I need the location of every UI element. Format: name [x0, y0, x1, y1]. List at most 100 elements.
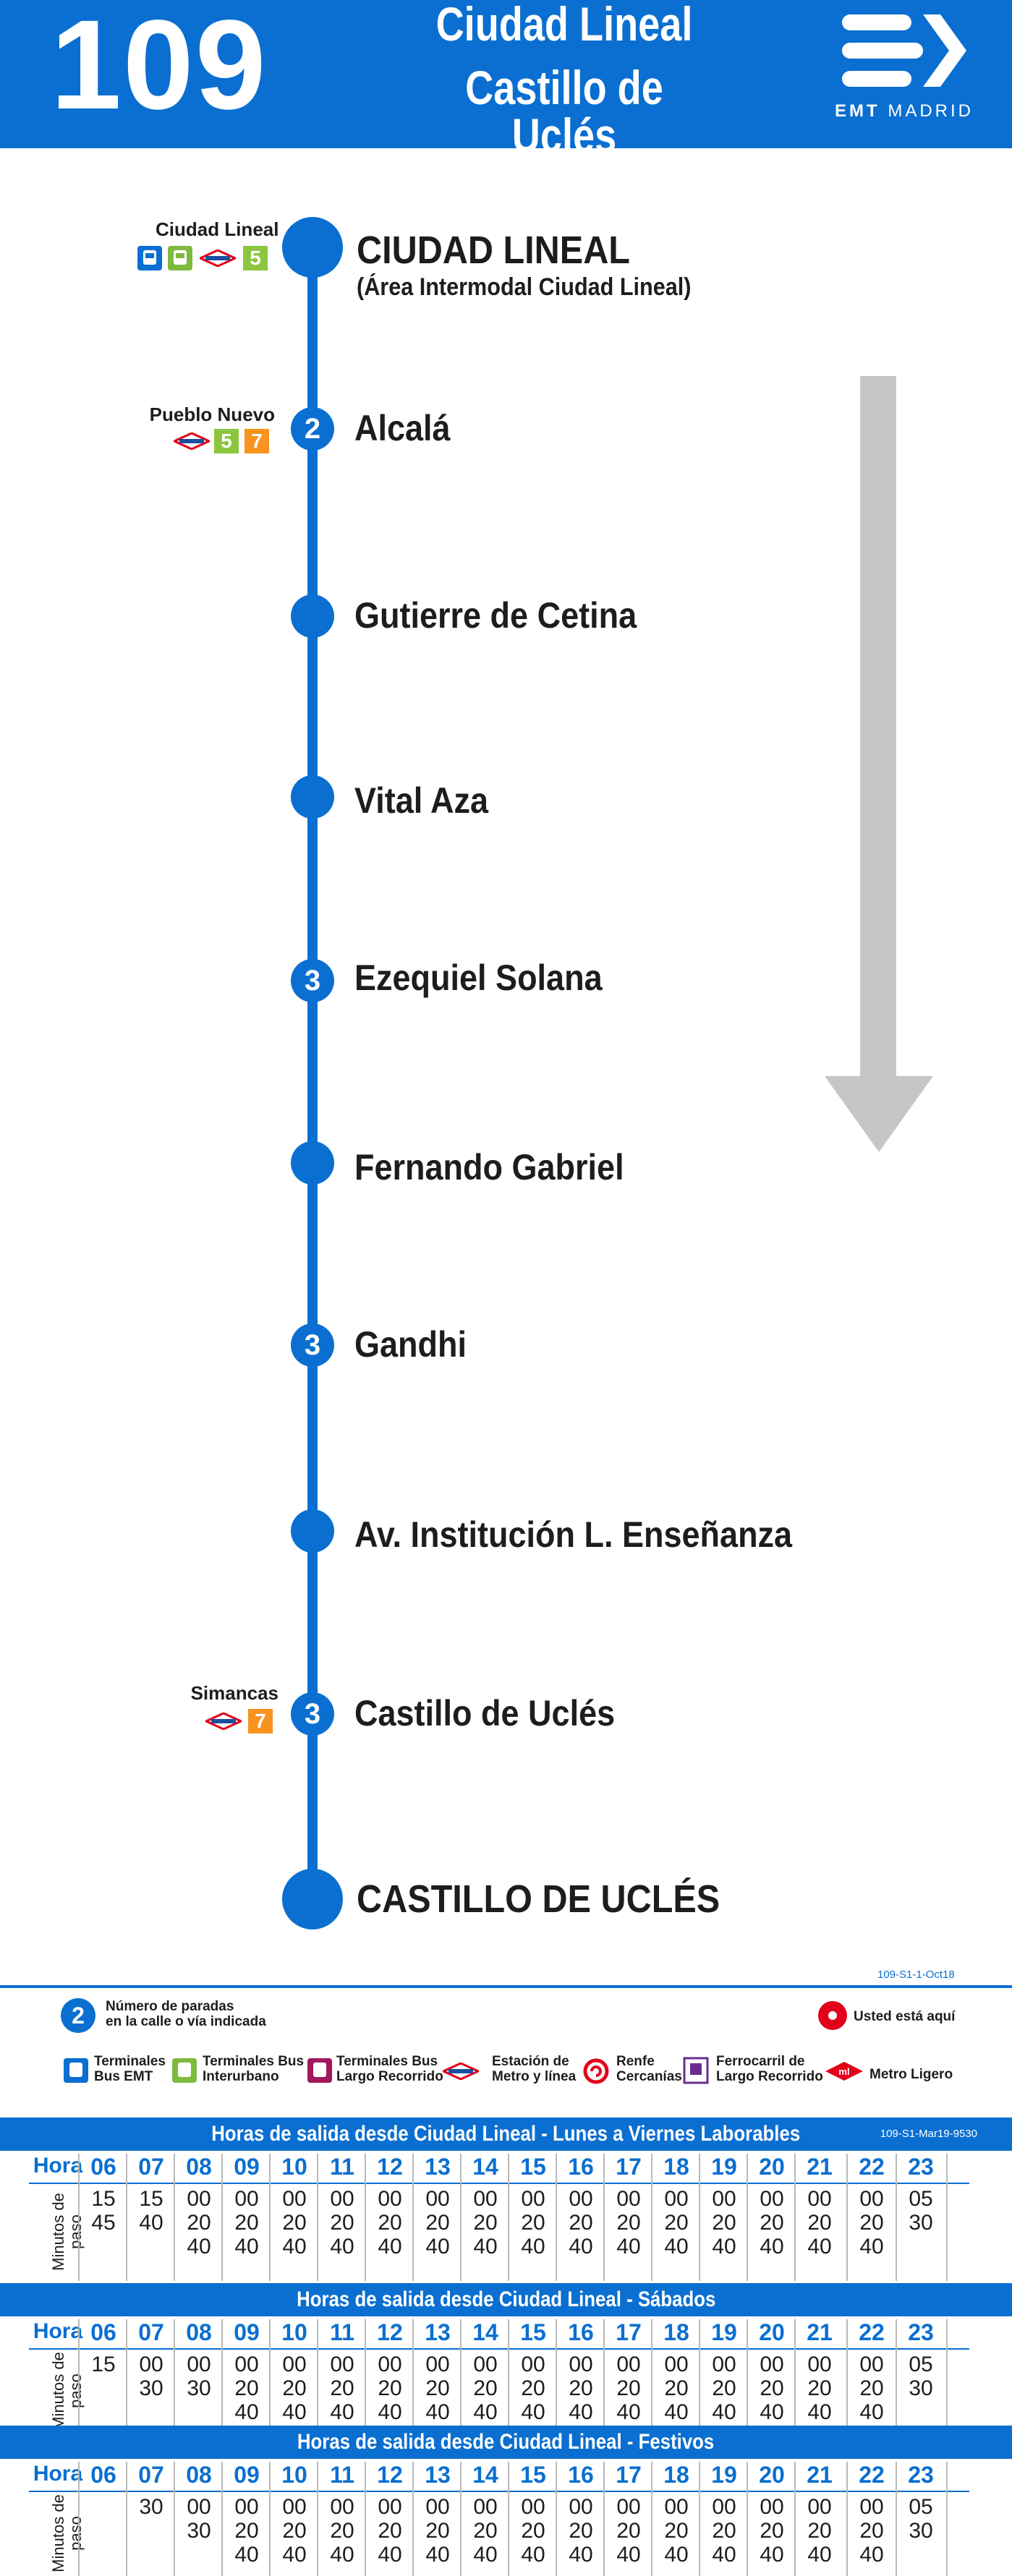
column-divider	[317, 2154, 318, 2281]
timetable-title-bar: Horas de salida desde Ciudad Lineal - Sá…	[0, 2283, 1012, 2316]
legend-terminal-emt: Terminales Bus EMT	[94, 2054, 166, 2084]
stop-name[interactable]: Castillo de Uclés	[354, 1693, 616, 1733]
stop-name[interactable]: Ezequiel Solana	[354, 958, 603, 998]
destination-line-1: Ciudad Lineal	[435, 0, 693, 51]
stop-dot[interactable]: 2	[291, 407, 334, 451]
minutes-cell: 00 20 40	[521, 2495, 545, 2567]
stop-name[interactable]: CASTILLO DE UCLÉS	[357, 1877, 720, 1921]
timetable-code: 109-S1-Mar19-9530	[880, 2128, 977, 2140]
minutes-cell: 00 20 40	[760, 2495, 784, 2567]
legend-terminal-interurban: Terminales Bus Interurbano	[203, 2054, 305, 2084]
hour-cell: 07	[138, 2154, 164, 2180]
emt-logo-icon	[842, 14, 966, 87]
column-divider	[412, 2154, 414, 2281]
stop-name[interactable]: Gutierre de Cetina	[354, 595, 637, 636]
hour-cell: 16	[568, 2462, 594, 2488]
column-divider	[556, 2319, 557, 2434]
minutes-cell: 00 20 40	[807, 2353, 832, 2424]
column-divider	[221, 2462, 223, 2576]
svg-text:ml: ml	[838, 2066, 849, 2077]
stop-name[interactable]: Av. Institución L. Enseñanza	[354, 1514, 793, 1555]
minutes-cell: 00 20 40	[473, 2495, 498, 2567]
minutes-cell: 00 20 40	[664, 2495, 689, 2567]
minutes-cell: 00 20 40	[521, 2353, 545, 2424]
minutes-cell: 00 20 40	[330, 2353, 354, 2424]
column-divider	[269, 2319, 271, 2434]
legend-terminal-long: Terminales Bus Largo Recorrido	[336, 2054, 443, 2084]
stop-dot[interactable]	[291, 1141, 334, 1185]
separator	[0, 1985, 1012, 1988]
stop-name[interactable]: Gandhi	[354, 1324, 467, 1365]
minutes-cell: 00 20 40	[616, 2495, 641, 2567]
column-divider	[896, 2319, 897, 2434]
minutes-cell: 00 20 40	[807, 2187, 832, 2259]
stop-dot[interactable]	[291, 1509, 334, 1553]
column-divider	[603, 2462, 605, 2576]
stop-dot[interactable]: 3	[291, 959, 334, 1002]
hour-cell: 17	[616, 2319, 642, 2345]
hour-cell: 19	[711, 2319, 737, 2345]
hour-cell: 13	[425, 2319, 451, 2345]
hour-cell: 08	[186, 2319, 212, 2345]
stop-dot[interactable]: 3	[291, 1323, 334, 1367]
stop-dot-terminal-start[interactable]	[282, 217, 343, 278]
minutes-cell: 00 20 40	[712, 2187, 736, 2259]
column-divider	[556, 2154, 557, 2281]
hour-cell: 08	[186, 2462, 212, 2488]
column-divider	[412, 2462, 414, 2576]
stop-name[interactable]: Alcalá	[354, 408, 451, 448]
route-line	[307, 246, 318, 1902]
stop-name[interactable]: CIUDAD LINEAL	[357, 229, 630, 272]
you-are-here-icon	[818, 2001, 847, 2030]
stop-dot-terminal-end[interactable]	[282, 1869, 343, 1929]
minutes-cell: 00 20 40	[378, 2495, 402, 2567]
minutes-cell: 00 30	[187, 2353, 211, 2400]
column-divider	[747, 2319, 748, 2434]
hour-cell: 21	[807, 2154, 833, 2180]
minutes-cell: 00 20 40	[569, 2187, 593, 2259]
timetable-title-bar: Horas de salida desde Ciudad Lineal - Lu…	[0, 2117, 1012, 2151]
column-divider	[317, 2462, 318, 2576]
column-divider	[651, 2462, 652, 2576]
column-divider	[221, 2319, 223, 2434]
hour-cell: 18	[663, 2319, 689, 2345]
column-divider	[846, 2154, 848, 2281]
hour-label: Hora	[33, 2319, 83, 2343]
column-divider	[365, 2462, 366, 2576]
column-divider	[508, 2462, 509, 2576]
direction-arrow-icon	[860, 376, 896, 1078]
hour-cell: 10	[281, 2154, 307, 2180]
legend-bus-interurban-icon	[172, 2058, 197, 2083]
legend-long-rail-icon	[683, 2057, 709, 2084]
hour-cell: 14	[472, 2154, 498, 2180]
bus-interurban-icon	[168, 246, 192, 270]
hour-cell: 13	[425, 2154, 451, 2180]
hour-cell: 17	[616, 2154, 642, 2180]
hour-cell: 11	[330, 2319, 354, 2345]
stop-dot[interactable]	[291, 594, 334, 638]
column-divider	[896, 2154, 897, 2281]
hour-cell: 09	[234, 2319, 260, 2345]
minutes-cell: 05 30	[909, 2353, 933, 2400]
minutes-cell: 00 20 40	[859, 2353, 884, 2424]
legend-long-rail: Ferrocarril de Largo Recorrido	[716, 2054, 823, 2084]
hour-cell: 09	[234, 2154, 260, 2180]
hour-cell: 06	[90, 2319, 116, 2345]
hour-cell: 15	[520, 2462, 546, 2488]
minutes-cell: 15 40	[139, 2187, 163, 2235]
bus-emt-icon	[137, 246, 162, 270]
stop-dot[interactable]: 3	[291, 1692, 334, 1736]
stop-dot[interactable]	[291, 775, 334, 819]
logo-wordmark: EMT MADRID	[825, 101, 984, 121]
connection-label: Pueblo Nuevo	[149, 404, 275, 425]
column-divider	[78, 2154, 80, 2281]
stop-name[interactable]: Fernando Gabriel	[354, 1147, 624, 1187]
column-divider	[846, 2319, 848, 2434]
minutes-cell: 00 20 40	[760, 2187, 784, 2259]
stop-name[interactable]: Vital Aza	[354, 780, 489, 821]
legend-bus-long-icon	[307, 2058, 332, 2083]
metro-icon	[174, 432, 210, 450]
column-divider	[460, 2462, 462, 2576]
metro-icon	[200, 250, 236, 267]
column-divider	[126, 2154, 127, 2281]
